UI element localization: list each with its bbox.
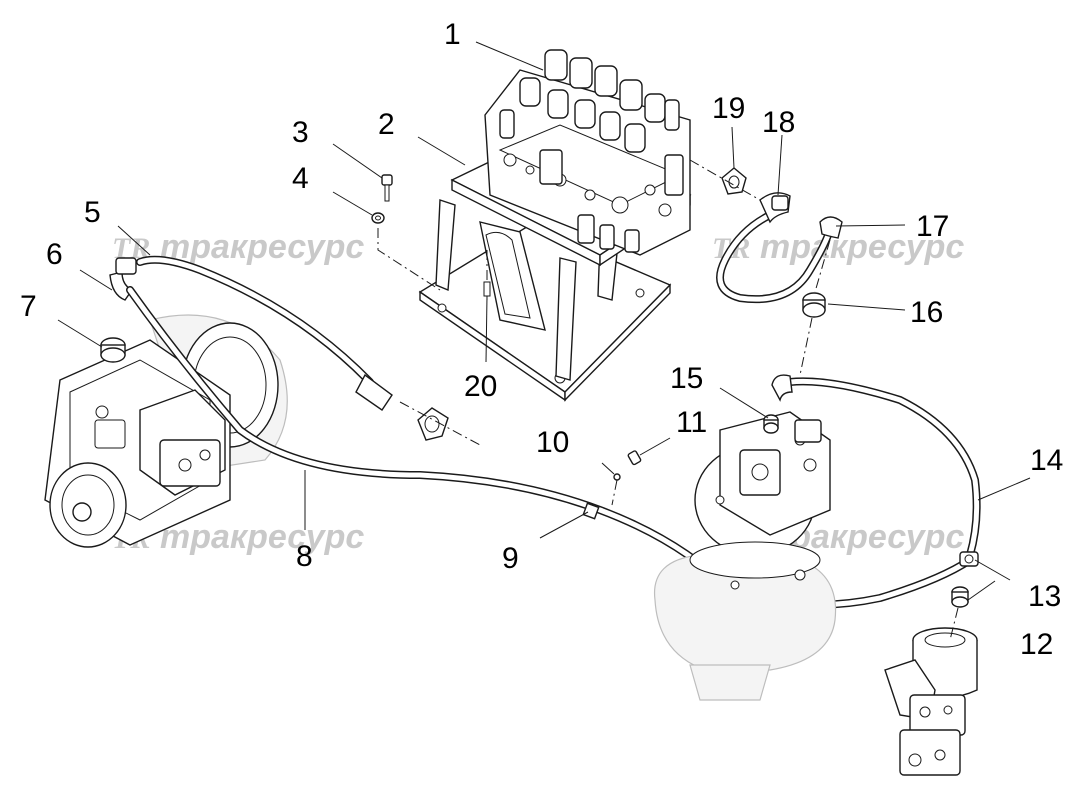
fitting16-axis (799, 317, 813, 376)
callout-17: 17 (916, 210, 949, 243)
fitting12-axis (949, 607, 959, 641)
callout-20: 20 (464, 370, 497, 403)
callout-7: 7 (20, 290, 37, 323)
valve-spool-caps (499, 49, 680, 153)
callout-14: 14 (1030, 444, 1063, 477)
bolt-axis-line (377, 228, 441, 291)
clamp-9 (582, 502, 600, 520)
bolt-20 (483, 281, 491, 297)
callout-18: 18 (762, 106, 795, 139)
watermark-top-right: TR тракресурс (712, 228, 964, 266)
callout-11: 11 (676, 406, 707, 439)
hydraulic-pump (44, 314, 288, 548)
watermark-text: тракресурс (160, 518, 364, 556)
callout-5: 5 (84, 196, 101, 229)
callout-2: 2 (378, 108, 395, 141)
swing-motor (653, 411, 837, 701)
hose17-axis (814, 239, 831, 293)
elbow-fitting-6 (109, 257, 137, 301)
elbow-fitting-18 (759, 192, 791, 224)
tee-fitting-13 (959, 551, 979, 567)
callout-10: 10 (536, 426, 569, 459)
callout-1: 1 (444, 18, 461, 51)
callout-labels: 1 2 3 4 5 6 7 8 9 10 11 12 13 14 15 16 1… (20, 18, 1063, 661)
hose-14 (771, 374, 981, 559)
fitting-15 (763, 414, 779, 434)
callout-6: 6 (46, 238, 63, 271)
washer-4 (371, 212, 385, 224)
callout-3: 3 (292, 116, 309, 149)
fitting-12 (951, 586, 969, 608)
bolt-3 (381, 174, 393, 202)
control-valve (484, 49, 691, 256)
ball-axis (611, 479, 618, 506)
callout-15: 15 (670, 362, 703, 395)
hose-5 (136, 255, 393, 411)
callout-4: 4 (292, 162, 309, 195)
leader-lines (57, 41, 1031, 601)
valve-stand (418, 134, 692, 402)
nipple-11 (627, 450, 642, 466)
watermark-top-left: TR тракресурс (112, 228, 364, 266)
hose-8 (126, 286, 974, 609)
callout-16: 16 (910, 296, 943, 329)
watermark-text: тракресурс (160, 228, 364, 266)
fitting-16 (802, 292, 826, 318)
callout-19: 19 (712, 92, 745, 125)
fitting-7 (100, 337, 126, 363)
callout-13: 13 (1028, 580, 1061, 613)
hose5-axis (399, 401, 481, 446)
callout-9: 9 (502, 542, 519, 575)
watermark-text: тракресурс (760, 228, 964, 266)
swivel-joint (884, 627, 978, 776)
ball-10 (613, 473, 621, 481)
callout-12: 12 (1020, 628, 1053, 661)
hose-17 (716, 211, 843, 304)
fitting19-axis (689, 159, 761, 201)
adapter-fitting-19 (721, 167, 747, 195)
adapter-fitting-loose (417, 407, 449, 441)
callout-8: 8 (296, 540, 313, 573)
